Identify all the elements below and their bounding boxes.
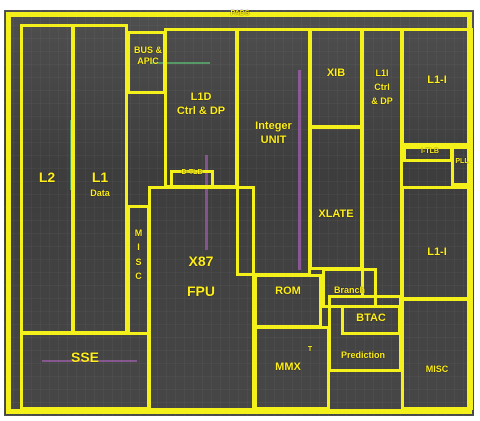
itlb-label: I-TLB <box>421 148 439 155</box>
sse-block <box>20 332 150 410</box>
l1d-ctrl-label: L1D Ctrl & DP <box>176 91 226 117</box>
l1-data-label: L1 <box>91 169 109 185</box>
l1-data-sublabel: Data <box>90 188 110 198</box>
prediction-label: Prediction <box>340 350 385 360</box>
xlate-label: XLATE <box>318 208 354 220</box>
pll-label: PLL <box>455 158 469 165</box>
l1i-bottom-block <box>401 186 473 300</box>
l1i-ctrl-label: L1I Ctrl & DP <box>371 68 393 106</box>
misc-block <box>401 298 473 410</box>
xib-label: XIB <box>326 67 346 79</box>
misc-label: MISC <box>425 364 449 374</box>
trace-green-2 <box>150 62 210 64</box>
branch-label: Branch <box>333 285 365 295</box>
trace-magenta-3 <box>42 360 137 362</box>
l1i-top-block <box>401 28 473 146</box>
die-background <box>4 10 474 416</box>
btac-label: BTAC <box>356 312 386 324</box>
fpu-block <box>148 186 255 411</box>
l1i-bottom-label: L1-I <box>427 246 447 258</box>
misc-vertical-label: M I S C <box>134 228 143 282</box>
x87-label: X87 <box>188 253 214 269</box>
l1i-top-label: L1-I <box>427 74 447 86</box>
prediction-block <box>328 295 402 372</box>
integer-unit-block <box>236 28 311 276</box>
xlate-block <box>309 126 363 270</box>
dtlb-label: D-TLB <box>181 169 203 176</box>
l2-label: L2 <box>38 169 56 185</box>
fpu-label: FPU <box>187 283 215 299</box>
rom-label: ROM <box>275 285 301 297</box>
pads-label: PADS <box>230 10 250 17</box>
mmx-t-label: T <box>307 346 313 353</box>
mmx-label: MMX <box>275 361 301 373</box>
trace-magenta-2 <box>205 155 208 250</box>
pll-block <box>451 146 473 186</box>
sse-label: SSE <box>70 349 99 365</box>
bus-apic-label: BUS & APIC <box>133 45 162 67</box>
rom-block <box>254 274 322 328</box>
trace-magenta-1 <box>298 70 301 270</box>
integer-unit-label: Integer UNIT <box>255 120 292 146</box>
pads-ring <box>6 12 472 414</box>
